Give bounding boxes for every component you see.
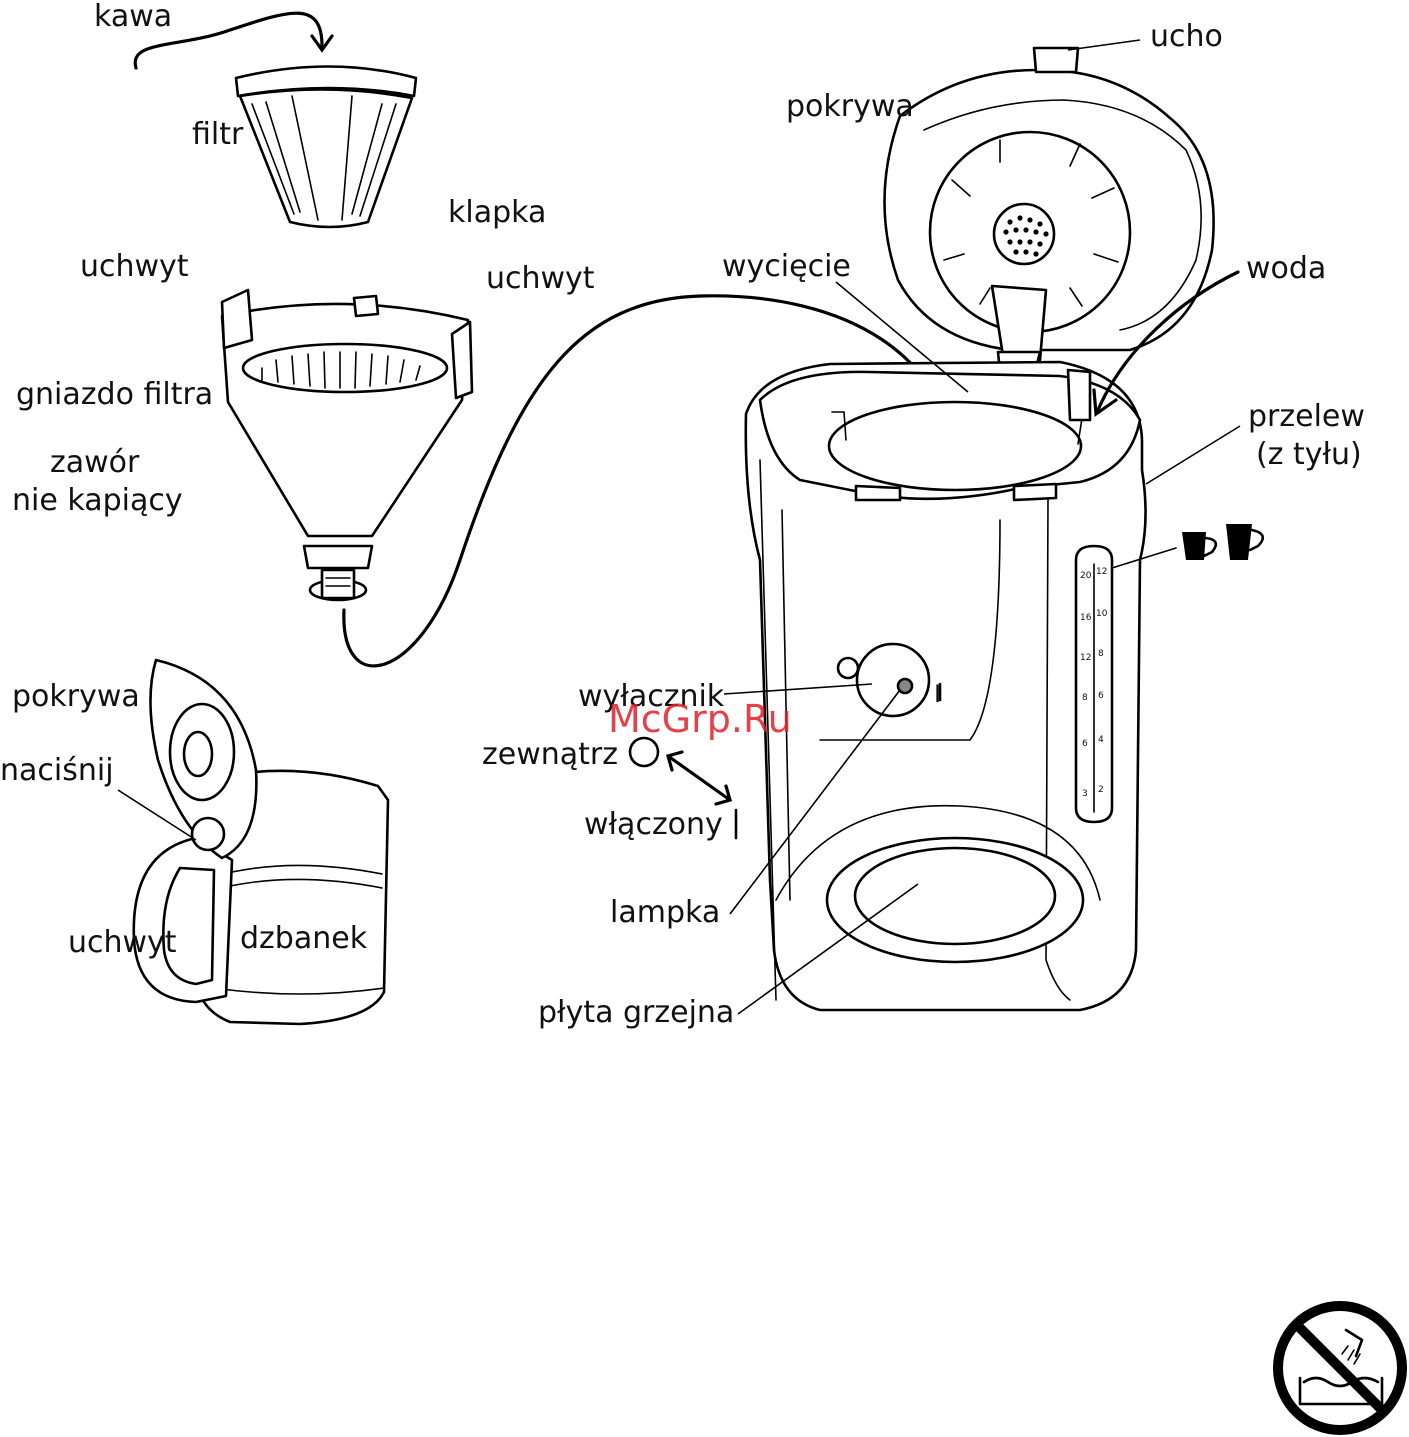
switch-direction-arrow [668, 756, 730, 800]
label-pokrywa-jug: pokrywa [12, 679, 140, 714]
scale-small-8: 8 [1098, 649, 1104, 659]
no-immersion-icon [1278, 1306, 1402, 1430]
scale-large-20: 20 [1080, 571, 1092, 581]
off-symbol-icon [630, 738, 658, 766]
label-zewnatrz: zewnątrz [482, 737, 618, 772]
label-ucho: ucho [1150, 19, 1223, 54]
label-pokrywa-top: pokrywa [786, 89, 914, 124]
label-filtr: filtr [192, 117, 244, 152]
label-gniazdo-filtra: gniazdo filtra [16, 377, 213, 412]
leader-ucho [1068, 40, 1140, 50]
scale-small-12: 12 [1096, 567, 1107, 577]
cup-size-icons [1182, 524, 1263, 560]
label-przelew-1: przelew [1248, 399, 1365, 434]
label-wyciecie: wycięcie [722, 249, 851, 284]
label-dzbanek: dzbanek [240, 921, 368, 956]
scale-large-6: 6 [1082, 739, 1088, 749]
scale-large-3: 3 [1082, 789, 1088, 799]
scale-large-16: 16 [1080, 613, 1092, 623]
filter-holder [222, 290, 472, 600]
label-uchwyt-left: uchwyt [80, 249, 189, 284]
label-nacisnij: naciśnij [0, 753, 114, 788]
label-uchwyt-right: uchwyt [486, 261, 595, 296]
label-przelew-2: (z tyłu) [1256, 437, 1362, 472]
scale-small-2: 2 [1098, 785, 1104, 795]
label-zawor-1: zawór [50, 445, 140, 480]
label-on-mark: I [934, 680, 941, 708]
label-klapka: klapka [448, 195, 546, 230]
scale-small-10: 10 [1096, 609, 1108, 619]
watermark: McGrp.Ru [608, 697, 792, 741]
leader-przelew [1146, 426, 1240, 484]
scale-small-6: 6 [1098, 691, 1104, 701]
scale-large-12: 12 [1080, 653, 1091, 663]
scale-small-4: 4 [1098, 735, 1104, 745]
label-wlaczony: włączony [584, 807, 723, 842]
label-zawor-2: nie kapiący [12, 483, 183, 518]
filter-basket [236, 67, 416, 228]
label-lampka: lampka [610, 895, 720, 930]
label-uchwyt-jug: uchwyt [68, 925, 177, 960]
scale-large-8: 8 [1082, 693, 1088, 703]
label-kawa: kawa [94, 0, 172, 34]
label-woda: woda [1246, 251, 1326, 286]
coffee-maker-body [746, 48, 1214, 1010]
label-plyta-grzejna: płyta grzejna [538, 995, 734, 1030]
carafe [134, 660, 388, 1024]
